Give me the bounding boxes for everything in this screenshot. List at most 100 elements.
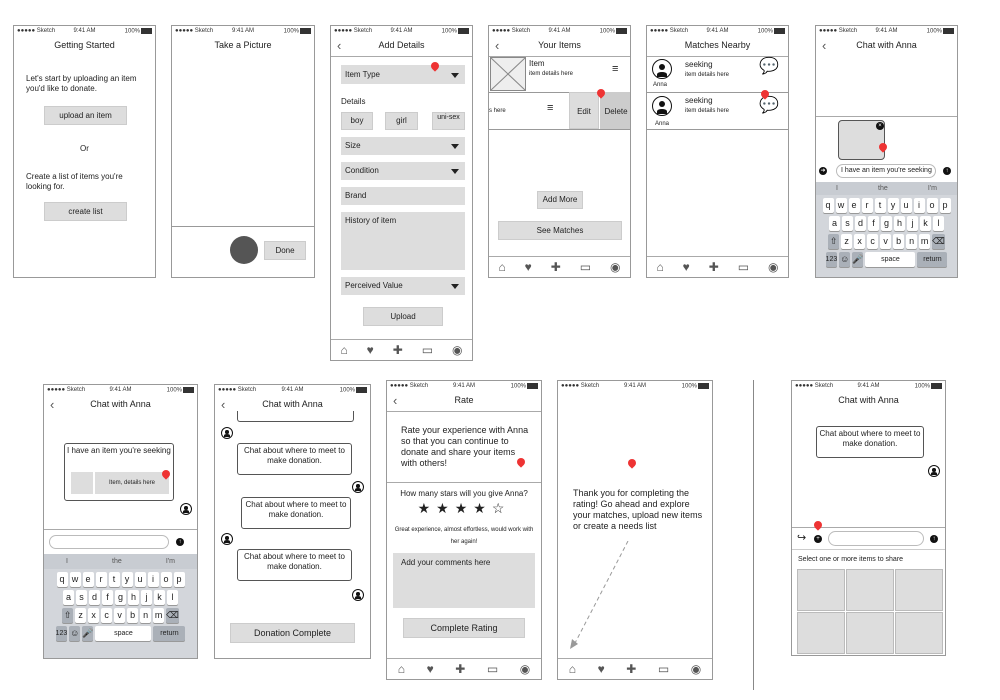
send-icon[interactable]: ↑: [176, 538, 184, 546]
size-select[interactable]: Size: [341, 137, 465, 155]
chat-icon[interactable]: ▭: [737, 260, 750, 274]
shift-key[interactable]: ⇧: [62, 608, 74, 623]
num-key[interactable]: 123: [55, 626, 68, 641]
share-item-tile[interactable]: [846, 569, 894, 611]
message-input[interactable]: [49, 535, 169, 549]
item-row-swiped[interactable]: s here ≡ Edit Delete: [489, 87, 630, 130]
heart-icon[interactable]: ♥: [524, 260, 532, 274]
chat-icon[interactable]: ▭: [579, 260, 592, 274]
puzzle-icon[interactable]: ✚: [392, 343, 403, 357]
home-icon[interactable]: ⌂: [397, 662, 406, 676]
puzzle-icon[interactable]: ✚: [708, 260, 719, 274]
tab-bar: ⌂ ♥ ✚ ▭ ◉: [331, 339, 472, 360]
heart-icon[interactable]: ♥: [597, 662, 605, 676]
back-chevron-icon[interactable]: ‹: [221, 397, 226, 412]
reorder-icon[interactable]: ≡: [612, 63, 619, 75]
emoji-key[interactable]: ☺: [839, 252, 851, 267]
bag-icon[interactable]: ◉: [452, 343, 463, 357]
create-list-button[interactable]: create list: [44, 202, 127, 221]
puzzle-icon[interactable]: ✚: [550, 260, 561, 274]
back-chevron-icon[interactable]: ‹: [50, 397, 55, 412]
back-chevron-icon[interactable]: ‹: [822, 38, 827, 53]
share-icon[interactable]: ↪: [797, 532, 807, 544]
send-icon[interactable]: ↑: [930, 535, 938, 543]
history-input[interactable]: History of item: [341, 212, 465, 270]
rating-question: How many stars will you give Anna?: [400, 489, 528, 498]
comments-input[interactable]: Add your comments here: [393, 553, 535, 608]
home-icon[interactable]: ⌂: [568, 662, 577, 676]
add-more-button[interactable]: Add More: [537, 191, 583, 209]
return-key[interactable]: return: [917, 252, 948, 267]
home-icon[interactable]: ⌂: [340, 343, 348, 357]
share-item-tile[interactable]: [895, 569, 943, 611]
delete-key[interactable]: ⌫: [932, 234, 945, 249]
rate-intro: Rate your experience with Anna so that y…: [401, 425, 529, 468]
puzzle-icon[interactable]: ✚: [626, 662, 637, 676]
see-matches-button[interactable]: See Matches: [498, 221, 622, 240]
chat-icon[interactable]: ▭: [421, 343, 434, 357]
share-item-tile[interactable]: [846, 612, 894, 654]
chat-icon[interactable]: ▭: [486, 662, 499, 676]
puzzle-icon[interactable]: ✚: [455, 662, 466, 676]
num-key[interactable]: 123: [825, 252, 838, 267]
wechat-icon[interactable]: 💬: [759, 58, 779, 75]
chat-bubble: I have an item you're seeking Item, deta…: [64, 443, 174, 501]
done-button[interactable]: Done: [264, 241, 306, 260]
emoji-key[interactable]: ☺: [69, 626, 81, 641]
edit-button[interactable]: Edit: [569, 92, 599, 129]
delete-button[interactable]: Delete: [600, 92, 630, 129]
star-rating[interactable]: ★★★★☆: [417, 500, 511, 516]
brand-input[interactable]: Brand: [341, 187, 465, 205]
share-item-tile[interactable]: [797, 569, 845, 611]
bag-icon[interactable]: ◉: [690, 662, 702, 676]
bag-icon[interactable]: ◉: [610, 260, 621, 274]
back-chevron-icon[interactable]: ‹: [337, 38, 342, 53]
bag-icon[interactable]: ◉: [768, 260, 779, 274]
message-input[interactable]: I have an item you're seeking: [836, 164, 936, 178]
delete-key[interactable]: ⌫: [166, 608, 179, 623]
item-details-partial: s here: [489, 108, 506, 114]
bag-icon[interactable]: ◉: [519, 662, 531, 676]
item-type-select[interactable]: Item Type: [341, 65, 465, 84]
complete-rating-button[interactable]: Complete Rating: [403, 618, 525, 638]
mic-key[interactable]: 🎤: [852, 252, 864, 267]
message-input[interactable]: [828, 531, 924, 546]
match-row[interactable]: Anna seeking item details here 💬: [647, 88, 788, 130]
shift-key[interactable]: ⇧: [828, 234, 840, 249]
donation-complete-button[interactable]: Donation Complete: [230, 623, 355, 643]
home-icon[interactable]: ⌂: [498, 260, 506, 274]
share-item-tile[interactable]: [895, 612, 943, 654]
mic-key[interactable]: 🎤: [82, 626, 94, 641]
wechat-icon[interactable]: 💬: [759, 97, 779, 114]
boy-button[interactable]: boy: [341, 112, 373, 130]
send-icon[interactable]: ↑: [943, 167, 951, 175]
space-key[interactable]: space: [865, 252, 916, 267]
back-chevron-icon[interactable]: ‹: [495, 38, 500, 53]
heart-icon[interactable]: ♥: [426, 662, 434, 676]
return-key[interactable]: return: [153, 626, 186, 641]
add-icon[interactable]: +: [814, 535, 822, 543]
share-item-tile[interactable]: [797, 612, 845, 654]
unisex-button[interactable]: uni-sex: [432, 112, 465, 130]
heart-icon[interactable]: ♥: [682, 260, 690, 274]
chat-icon[interactable]: ▭: [657, 662, 670, 676]
home-icon[interactable]: ⌂: [656, 260, 664, 274]
space-key[interactable]: space: [95, 626, 152, 641]
condition-select[interactable]: Condition: [341, 162, 465, 180]
item-row[interactable]: Item item details here ≡: [489, 56, 630, 93]
upload-item-button[interactable]: upload an item: [44, 106, 127, 125]
arrow-right-icon[interactable]: ➜: [819, 167, 827, 175]
shutter-button[interactable]: [230, 236, 258, 264]
reorder-icon[interactable]: ≡: [547, 102, 554, 114]
heart-icon[interactable]: ♥: [366, 343, 374, 357]
match-row[interactable]: Anna seeking item details here 💬: [647, 56, 788, 93]
select-items-text: Select one or more items to share: [798, 556, 904, 563]
girl-button[interactable]: girl: [385, 112, 418, 130]
perceived-value-select[interactable]: Perceived Value: [341, 277, 465, 295]
back-chevron-icon[interactable]: ‹: [393, 393, 398, 408]
upload-button[interactable]: Upload: [363, 307, 443, 326]
close-icon[interactable]: ×: [876, 122, 884, 130]
nav-bar: ‹Your Items: [489, 36, 630, 57]
